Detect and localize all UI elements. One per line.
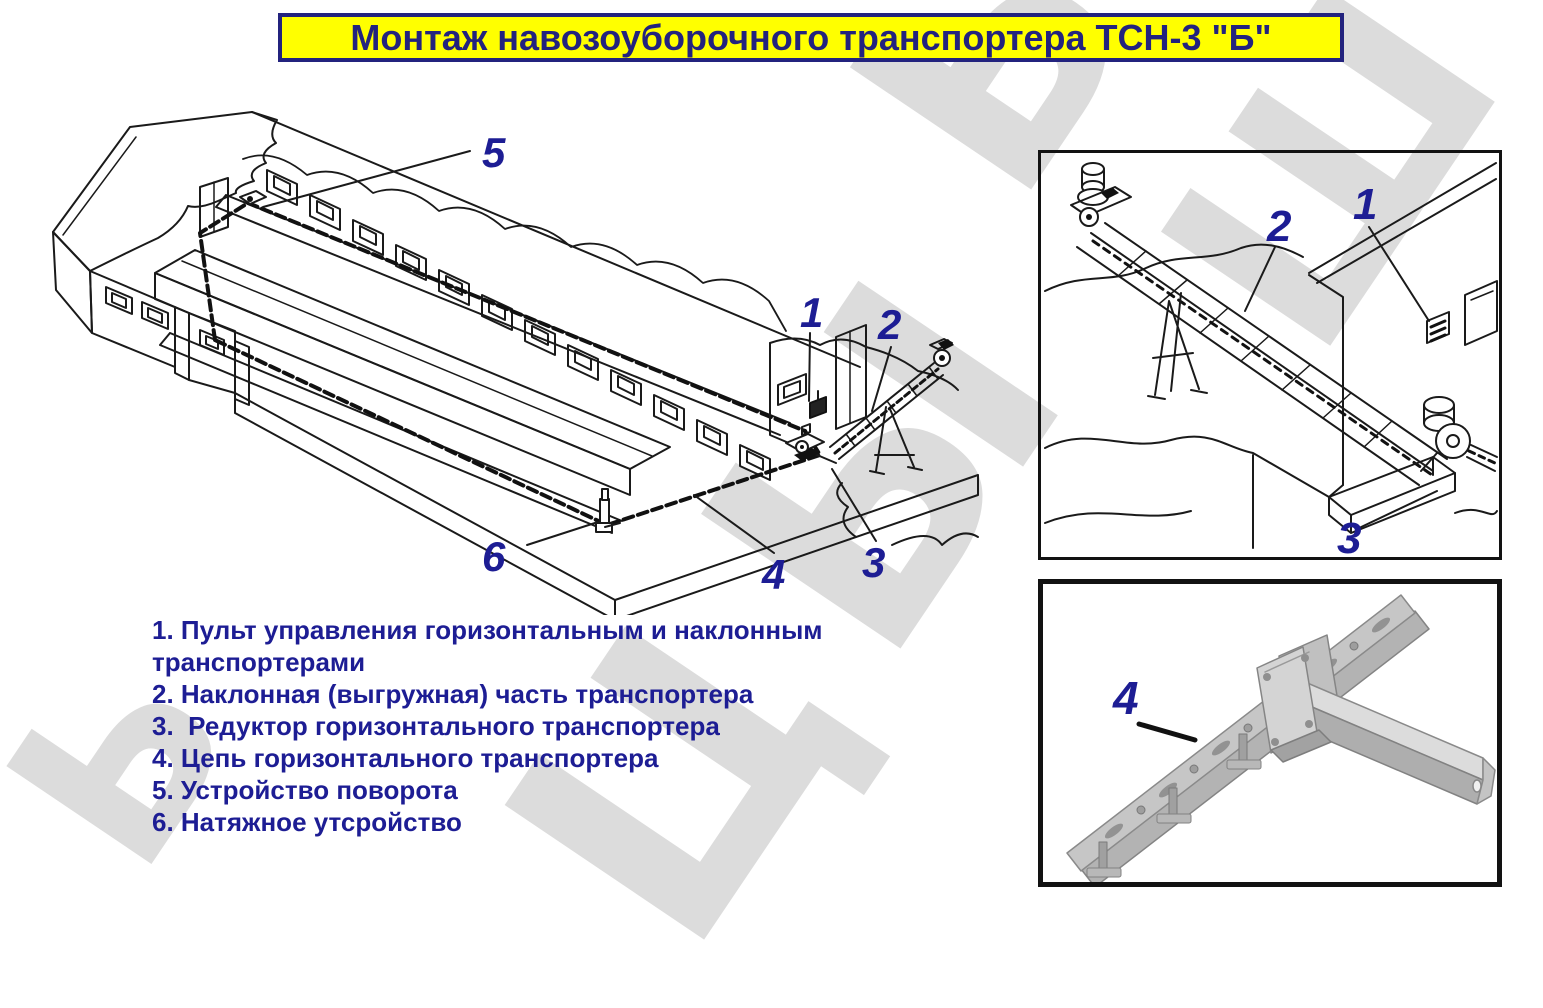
leader-3 [1356, 490, 1438, 530]
scraper-beam [1298, 681, 1496, 805]
building-wall [1308, 162, 1498, 498]
back-wall-windows [266, 169, 771, 481]
title-banner: Монтаж навозоуборочного транспортера ТСН… [278, 13, 1344, 62]
inclined-conveyor-main [829, 338, 954, 475]
control-panel-box [809, 390, 827, 419]
ground-slabs [234, 346, 979, 621]
leader-1 [1368, 226, 1430, 322]
turn-device [239, 190, 267, 205]
terrain-lines [1044, 243, 1330, 549]
drive-motor [1070, 162, 1132, 227]
leader-4 [1136, 721, 1198, 743]
callout-5-main: 5 [482, 129, 506, 176]
inclined-conveyor [1076, 222, 1448, 486]
gearbox-reducer [785, 423, 825, 461]
leader-2 [1244, 246, 1276, 312]
callout-4-main: 4 [761, 551, 785, 598]
callout-3-incline: 3 [1337, 514, 1361, 557]
barn-roof [52, 111, 278, 272]
gearbox-reducer [1420, 396, 1499, 472]
trench-pit [1328, 456, 1498, 534]
callout-3-main: 3 [862, 539, 885, 586]
callout-1-main: 1 [800, 289, 823, 336]
legend-item-2: 2. Наклонная (выгружная) часть транспорт… [152, 679, 754, 709]
figure-barn-overview: 5 1 2 6 4 3 [30, 75, 1020, 621]
conveyor-chain-loop [198, 201, 822, 527]
scraper-pins [1086, 733, 1262, 878]
figure-chain-detail: 4 [1038, 579, 1502, 888]
leader-5 [262, 150, 471, 208]
callout-4-chain: 4 [1112, 672, 1139, 724]
legend-item-3: 3. Редуктор горизонтального транспортера [152, 711, 720, 741]
chain-pin-heads [1136, 641, 1359, 815]
figure-inclined-conveyor-detail: 2 1 3 [1038, 150, 1502, 563]
leader-lines-main [262, 150, 892, 554]
barn-back-wall [242, 111, 861, 481]
barn-overview-drawing: 5 1 2 6 4 3 [52, 111, 979, 621]
legend: 1. Пульт управления горизонтальным и нак… [152, 614, 887, 838]
inclined-conveyor-drawing: 2 1 3 [1044, 162, 1499, 563]
leader-2 [871, 346, 892, 412]
legend-item-6: 6. Натяжное утсройство [152, 807, 462, 837]
leader-lines-incline [1244, 226, 1438, 530]
interior-channels [154, 194, 791, 534]
leader-6 [526, 521, 599, 546]
chain-scraper-drawing: 4 [1066, 594, 1496, 888]
tension-device [595, 488, 621, 533]
callout-6-main: 6 [482, 533, 506, 580]
bracket-base [1270, 729, 1332, 763]
page-title: Монтаж навозоуборочного транспортера ТСН… [350, 16, 1272, 58]
leader-4 [693, 494, 775, 554]
callout-2-main: 2 [877, 301, 901, 348]
leader-1 [808, 332, 811, 402]
support-legs [1147, 292, 1208, 400]
callout-1-incline: 1 [1353, 180, 1377, 229]
control-panel-box [1426, 311, 1450, 344]
legend-item-5: 5. Устройство поворота [152, 775, 458, 805]
barn-front-wall [52, 177, 250, 406]
leader-3 [831, 468, 877, 542]
legend-item-1: 1. Пульт управления горизонтальным и нак… [152, 615, 830, 677]
callout-2-incline: 2 [1266, 202, 1292, 251]
legend-item-4: 4. Цепь горизонтального транспортера [152, 743, 659, 773]
